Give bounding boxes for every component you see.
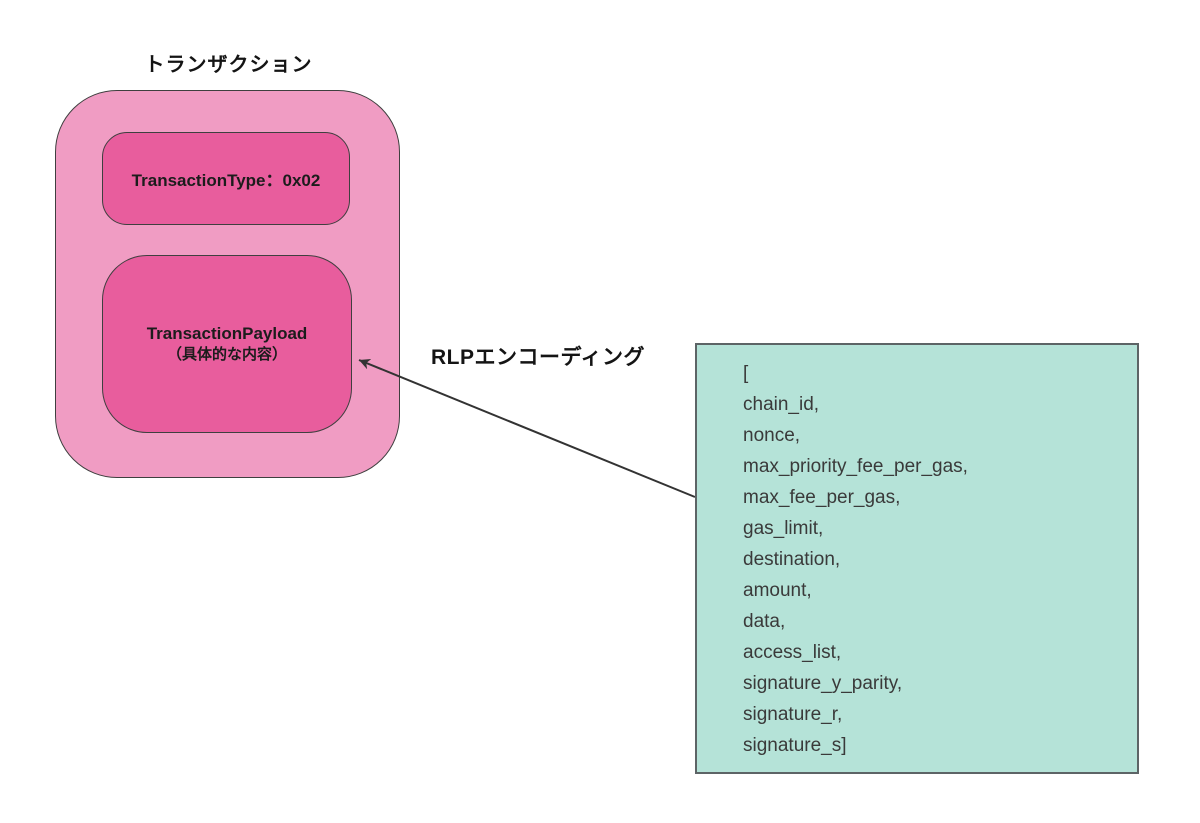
rlp-list-line: signature_y_parity, (743, 673, 903, 694)
rlp-list-line: signature_s] (743, 735, 847, 756)
rlp-list-line: gas_limit, (743, 518, 824, 539)
transaction-type-box: TransactionType：0x02 (102, 132, 350, 225)
rlp-list-line: chain_id, (743, 394, 820, 415)
rlp-list-line: max_priority_fee_per_gas, (743, 456, 968, 477)
transaction-container: TransactionType：0x02 TransactionPayload … (55, 90, 400, 478)
rlp-list-line: signature_r, (743, 704, 843, 725)
rlp-list-line: data, (743, 611, 786, 632)
rlp-list-line: [ (743, 363, 749, 384)
rlp-list-line: access_list, (743, 642, 842, 663)
rlp-list-box: [ chain_id, nonce, max_priority_fee_per_gas… (695, 343, 1139, 774)
rlp-list-line: nonce, (743, 425, 801, 446)
transaction-title: トランザクション (144, 54, 313, 76)
rlp-list-line: max_fee_per_gas, (743, 487, 901, 508)
rlp-list-line: amount, (743, 580, 812, 601)
rlp-list-line: destination, (743, 549, 841, 570)
transaction-payload-sublabel: （具体的な内容） (166, 346, 287, 363)
transaction-payload-label: TransactionPayload (146, 324, 308, 343)
transaction-payload-box: TransactionPayload （具体的な内容） (102, 255, 352, 433)
rlp-encoding-label: RLPエンコーディング (431, 346, 646, 369)
